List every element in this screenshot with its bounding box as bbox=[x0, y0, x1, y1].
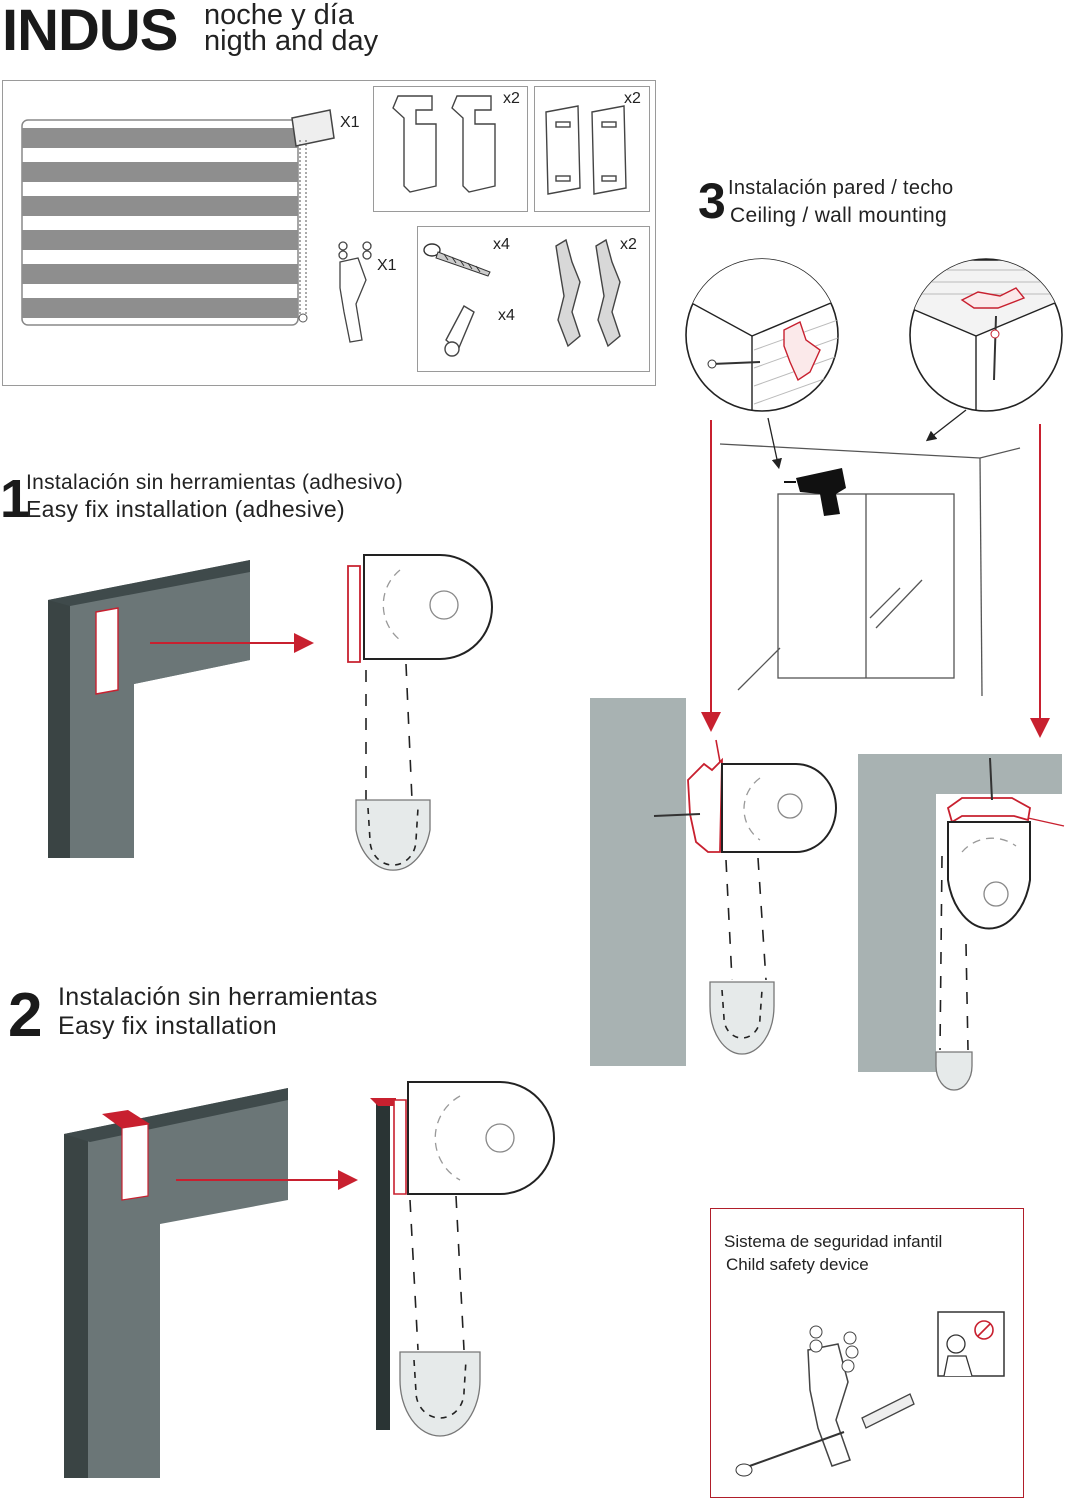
right-detail-pointer bbox=[925, 409, 967, 442]
screw-qty: x4 bbox=[493, 236, 510, 253]
bracket-qty: x2 bbox=[503, 90, 520, 107]
brand-title: INDUS bbox=[2, 0, 178, 63]
plate-qty: x2 bbox=[624, 90, 641, 107]
bracket-icon bbox=[392, 95, 496, 193]
child-icon bbox=[943, 1320, 994, 1377]
step2-number: 2 bbox=[8, 981, 43, 1050]
wall-plug-icon bbox=[444, 305, 475, 357]
clip-qty: x2 bbox=[620, 236, 637, 253]
left-detail-pointer bbox=[767, 417, 782, 470]
zebra-blind bbox=[21, 109, 335, 326]
blind-qty: X1 bbox=[340, 114, 360, 131]
step1-title-en: Easy fix installation (adhesive) bbox=[26, 496, 345, 522]
subtitle-en: nigth and day bbox=[204, 25, 379, 57]
safety-device-illustration bbox=[735, 1311, 1005, 1477]
safety-title-en: Child safety device bbox=[726, 1255, 869, 1274]
step3-ceiling-mount bbox=[858, 754, 1065, 1091]
step3-title-en: Ceiling / wall mounting bbox=[730, 204, 948, 227]
parts-kit-box bbox=[2, 80, 656, 386]
hardware-box bbox=[417, 226, 650, 372]
adhesive-plate-icon bbox=[545, 105, 627, 195]
screw-icon bbox=[423, 243, 491, 277]
safety-box bbox=[710, 1208, 1024, 1498]
step1-headrail bbox=[347, 554, 493, 871]
ceiling-detail-circle bbox=[909, 258, 1063, 412]
safety-qty: X1 bbox=[377, 257, 397, 274]
step1-title-es: Instalación sin herramientas (adhesivo) bbox=[26, 471, 404, 494]
step2-wall bbox=[64, 1088, 288, 1478]
step3-wall-mount bbox=[590, 698, 837, 1066]
safety-title-es: Sistema de seguridad infantil bbox=[724, 1232, 943, 1251]
step1-number: 1 bbox=[0, 469, 31, 529]
bracket-box bbox=[373, 86, 528, 212]
drill-icon bbox=[784, 468, 846, 516]
step3-room bbox=[719, 443, 1021, 697]
step2-headrail bbox=[370, 1081, 555, 1437]
subtitle-es: noche y día bbox=[204, 0, 354, 31]
step2-title-en: Easy fix installation bbox=[58, 1012, 277, 1040]
step1-wall bbox=[48, 560, 250, 858]
plate-box bbox=[534, 86, 650, 212]
mounting-clip-icon bbox=[555, 238, 621, 348]
step2-title-es: Instalación sin herramientas bbox=[58, 983, 378, 1011]
step3-title-es: Instalación pared / techo bbox=[728, 177, 954, 199]
safety-device-small bbox=[338, 241, 372, 343]
step3-number: 3 bbox=[698, 173, 726, 229]
wall-detail-circle bbox=[685, 258, 839, 412]
plug-qty: x4 bbox=[498, 307, 515, 324]
